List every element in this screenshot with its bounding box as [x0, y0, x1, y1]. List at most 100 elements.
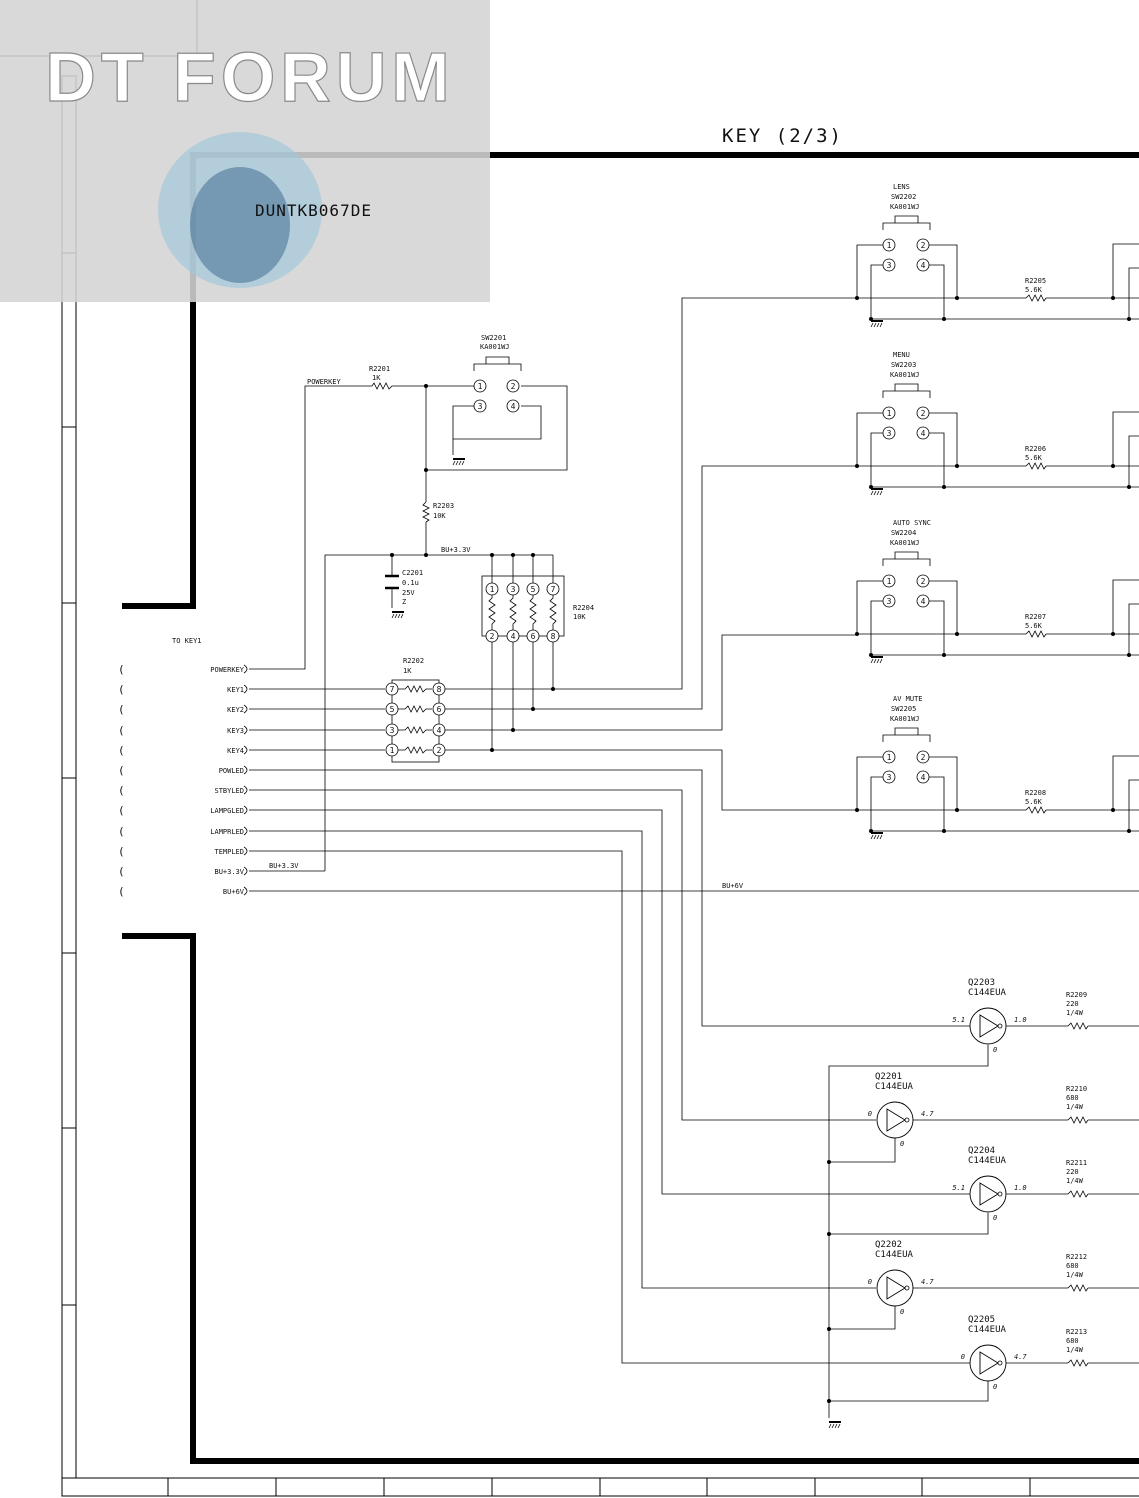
svg-text:220: 220	[1066, 1000, 1079, 1008]
svg-text:(: (	[118, 724, 125, 737]
svg-text:7: 7	[551, 585, 556, 594]
svg-text:1.0: 1.0	[1014, 1184, 1027, 1192]
svg-text:Q2203: Q2203	[968, 978, 995, 988]
svg-text:0: 0	[900, 1140, 904, 1148]
net-label-powerkey: POWERKEY	[307, 378, 342, 386]
svg-text:5.1: 5.1	[952, 1184, 965, 1192]
svg-text:0: 0	[993, 1214, 997, 1222]
ground-symbol	[870, 320, 884, 328]
svg-text:SW2201: SW2201	[481, 334, 506, 342]
svg-text:1/4W: 1/4W	[1066, 1346, 1084, 1354]
svg-text:KA001WJ: KA001WJ	[480, 343, 510, 351]
connector-pin: ( BU+3.3V	[118, 865, 248, 878]
svg-text:KA001WJ: KA001WJ	[890, 539, 920, 547]
svg-text:C144EUA: C144EUA	[968, 1156, 1007, 1166]
svg-text:5.6K: 5.6K	[1025, 286, 1043, 294]
svg-text:680: 680	[1066, 1094, 1079, 1102]
svg-text:1: 1	[887, 409, 892, 418]
svg-text:R2206: R2206	[1025, 445, 1046, 453]
watermark: DT FORUM DUNTKB067DE	[0, 0, 490, 302]
svg-text:R2205: R2205	[1025, 277, 1046, 285]
connector-pin: (KEY4	[118, 744, 248, 757]
svg-text:R2201: R2201	[369, 365, 390, 373]
svg-text:10K: 10K	[433, 512, 446, 520]
svg-text:(: (	[118, 885, 125, 898]
svg-text:3: 3	[511, 585, 516, 594]
svg-text:4.7: 4.7	[921, 1110, 934, 1118]
svg-text:R2209: R2209	[1066, 991, 1087, 999]
svg-text:5.6K: 5.6K	[1025, 798, 1043, 806]
svg-text:1/4W: 1/4W	[1066, 1103, 1084, 1111]
svg-text:MENU: MENU	[893, 351, 910, 359]
svg-text:2: 2	[437, 746, 442, 755]
svg-text:1: 1	[887, 753, 892, 762]
net-label-bu6: BU+6V	[722, 882, 744, 890]
svg-text:1: 1	[390, 746, 395, 755]
svg-text:(: (	[118, 663, 125, 676]
svg-text:BU+3.3V: BU+3.3V	[214, 868, 244, 876]
svg-text:BU+6V: BU+6V	[223, 888, 245, 896]
svg-text:4: 4	[437, 726, 442, 735]
svg-text:6: 6	[437, 705, 442, 714]
connector-pin: ( POWERKEY	[118, 663, 248, 676]
svg-text:POWERKEY: POWERKEY	[210, 666, 245, 674]
svg-text:1K: 1K	[403, 667, 412, 675]
svg-text:C144EUA: C144EUA	[875, 1250, 914, 1260]
svg-text:(: (	[118, 744, 125, 757]
connector-pin: ( BU+6V	[118, 885, 248, 898]
svg-text:4: 4	[921, 773, 926, 782]
svg-text:3: 3	[390, 726, 395, 735]
svg-text:Q2204: Q2204	[968, 1146, 995, 1156]
svg-text:1.0: 1.0	[1014, 1016, 1027, 1024]
svg-text:1K: 1K	[372, 374, 381, 382]
svg-text:KEY2: KEY2	[227, 706, 244, 714]
wires	[249, 297, 1139, 1418]
svg-text:C2201: C2201	[402, 569, 423, 577]
svg-text:680: 680	[1066, 1262, 1079, 1270]
r2204-element: 12	[485, 582, 499, 643]
connector-pin: (KEY2	[118, 703, 248, 716]
junctions	[390, 384, 831, 1403]
svg-text:KA001WJ: KA001WJ	[890, 203, 920, 211]
svg-text:0: 0	[961, 1353, 965, 1361]
svg-text:(: (	[118, 804, 125, 817]
svg-text:0.1u: 0.1u	[402, 579, 419, 587]
ground-symbol	[870, 656, 884, 664]
svg-text:8: 8	[551, 632, 556, 641]
svg-text:1: 1	[887, 241, 892, 250]
svg-text:3: 3	[887, 429, 892, 438]
svg-text:680: 680	[1066, 1337, 1079, 1345]
svg-text:2: 2	[921, 577, 926, 586]
svg-text:AV MUTE: AV MUTE	[893, 695, 923, 703]
svg-text:2: 2	[490, 632, 495, 641]
svg-text:3: 3	[887, 773, 892, 782]
svg-text:4: 4	[921, 597, 926, 606]
svg-text:Q2202: Q2202	[875, 1240, 902, 1250]
svg-text:5.6K: 5.6K	[1025, 454, 1043, 462]
r2204-element: 78	[546, 582, 560, 643]
svg-text:4: 4	[921, 261, 926, 270]
svg-text:R2213: R2213	[1066, 1328, 1087, 1336]
svg-text:25V: 25V	[402, 589, 415, 597]
svg-text:Q2201: Q2201	[875, 1072, 902, 1082]
capacitor-c2201: C2201 0.1u 25V Z	[385, 569, 423, 619]
svg-text:220: 220	[1066, 1168, 1079, 1176]
svg-text:R2204: R2204	[573, 604, 594, 612]
svg-text:LAMPGLED: LAMPGLED	[210, 807, 244, 815]
svg-text:R2208: R2208	[1025, 789, 1046, 797]
svg-text:(: (	[118, 865, 125, 878]
svg-text:SW2204: SW2204	[891, 529, 916, 537]
svg-text:C144EUA: C144EUA	[968, 988, 1007, 998]
connector-pin: (POWLED	[118, 764, 248, 777]
